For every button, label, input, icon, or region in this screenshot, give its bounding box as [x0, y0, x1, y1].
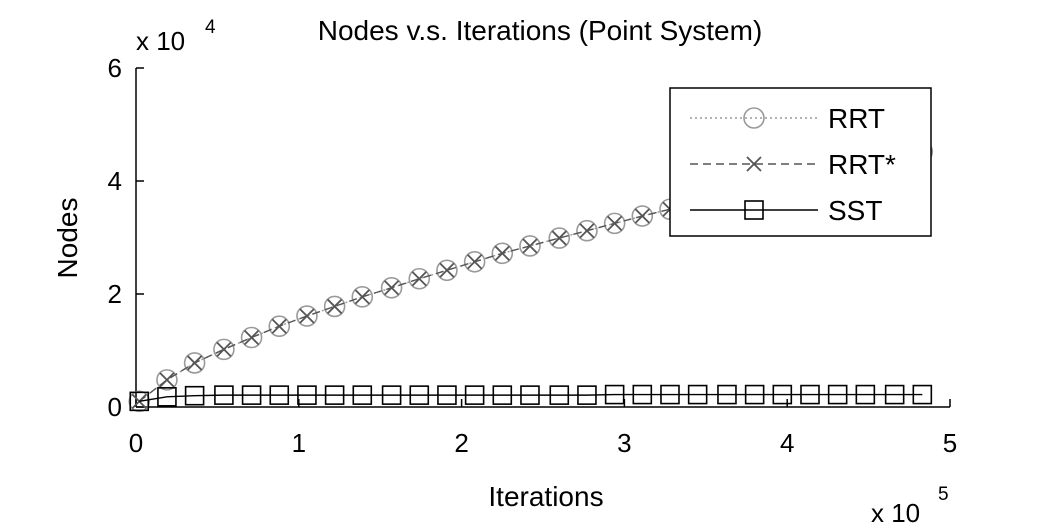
data-point [439, 262, 455, 278]
data-point [912, 384, 933, 405]
data-point [186, 355, 203, 371]
x-tick-label: 0 [129, 428, 143, 458]
series-sst [129, 384, 933, 412]
data-point [271, 318, 287, 334]
data-point [491, 242, 514, 265]
legend-marker [746, 156, 762, 172]
data-point [579, 223, 595, 239]
legend-label: RRT* [828, 149, 896, 180]
data-point [297, 385, 317, 405]
x-tick-label: 4 [780, 428, 794, 458]
legend-label: SST [828, 195, 882, 226]
data-point [156, 369, 178, 391]
data-point [409, 385, 430, 405]
x-tick-label: 3 [617, 428, 631, 458]
data-point [603, 212, 626, 235]
data-point [216, 341, 232, 358]
data-point [299, 308, 315, 324]
x-axis-label: Iterations [488, 481, 603, 512]
data-point [411, 271, 427, 287]
data-point [437, 385, 457, 405]
data-point [159, 372, 175, 388]
x-tick-label: 2 [454, 428, 468, 458]
data-point [129, 391, 150, 412]
y-tick-label: 2 [108, 279, 122, 309]
legend-marker [744, 200, 764, 220]
y-tick-label: 0 [108, 392, 122, 422]
data-point [634, 208, 650, 224]
chart-title: Nodes v.s. Iterations (Point System) [318, 15, 763, 46]
y-axis-label: Nodes [52, 198, 83, 279]
y-multiplier: x 10 [136, 26, 185, 56]
data-point [604, 384, 625, 405]
data-point [548, 227, 571, 249]
data-point [717, 384, 737, 405]
data-point [240, 326, 263, 349]
data-point [436, 259, 458, 282]
y-exponent: 4 [205, 17, 216, 38]
legend-label: RRT [828, 103, 885, 134]
data-point [243, 329, 260, 346]
data-point [800, 384, 820, 405]
data-point [326, 298, 343, 315]
data-point [855, 384, 876, 405]
data-point [380, 276, 403, 299]
data-point [549, 385, 570, 405]
data-point [241, 385, 262, 405]
data-point [772, 384, 793, 405]
data-point [323, 295, 346, 318]
data-point [157, 387, 177, 407]
data-point [631, 205, 654, 227]
y-tick-label: 6 [108, 53, 122, 83]
legend-box [669, 87, 932, 237]
data-point [660, 384, 680, 405]
data-point [884, 384, 905, 405]
data-point [827, 384, 848, 405]
data-point [296, 305, 318, 327]
data-point [576, 219, 598, 242]
data-point [522, 238, 538, 254]
data-point [466, 254, 483, 270]
data-point [464, 385, 485, 405]
data-point [577, 385, 597, 405]
data-point [351, 286, 374, 308]
data-point [744, 384, 765, 405]
x-tick-label: 5 [943, 428, 957, 458]
data-point [184, 385, 205, 406]
series-line [139, 393, 923, 403]
data-point [606, 215, 623, 232]
data-point [354, 289, 370, 305]
data-point [324, 385, 345, 405]
legend-marker [743, 107, 765, 129]
y-tick-label: 4 [108, 166, 122, 196]
data-point [269, 385, 290, 405]
data-point [463, 250, 486, 273]
data-point [519, 235, 541, 257]
data-point [352, 385, 373, 405]
data-point [383, 280, 400, 296]
x-exponent: 5 [938, 484, 949, 505]
x-multiplier: x 10 [871, 498, 920, 525]
legend: RRT RRT* SST [669, 87, 932, 237]
data-point [213, 338, 235, 361]
data-point [408, 267, 431, 290]
data-point [214, 385, 234, 405]
data-point [520, 385, 540, 405]
data-point [128, 390, 151, 413]
data-point [632, 384, 653, 405]
data-point [494, 245, 510, 261]
data-point [551, 230, 567, 246]
data-point [268, 315, 291, 338]
data-point [687, 384, 708, 405]
data-point [492, 385, 513, 405]
data-point [381, 385, 402, 405]
x-tick-label: 1 [292, 428, 306, 458]
data-point [183, 352, 206, 374]
